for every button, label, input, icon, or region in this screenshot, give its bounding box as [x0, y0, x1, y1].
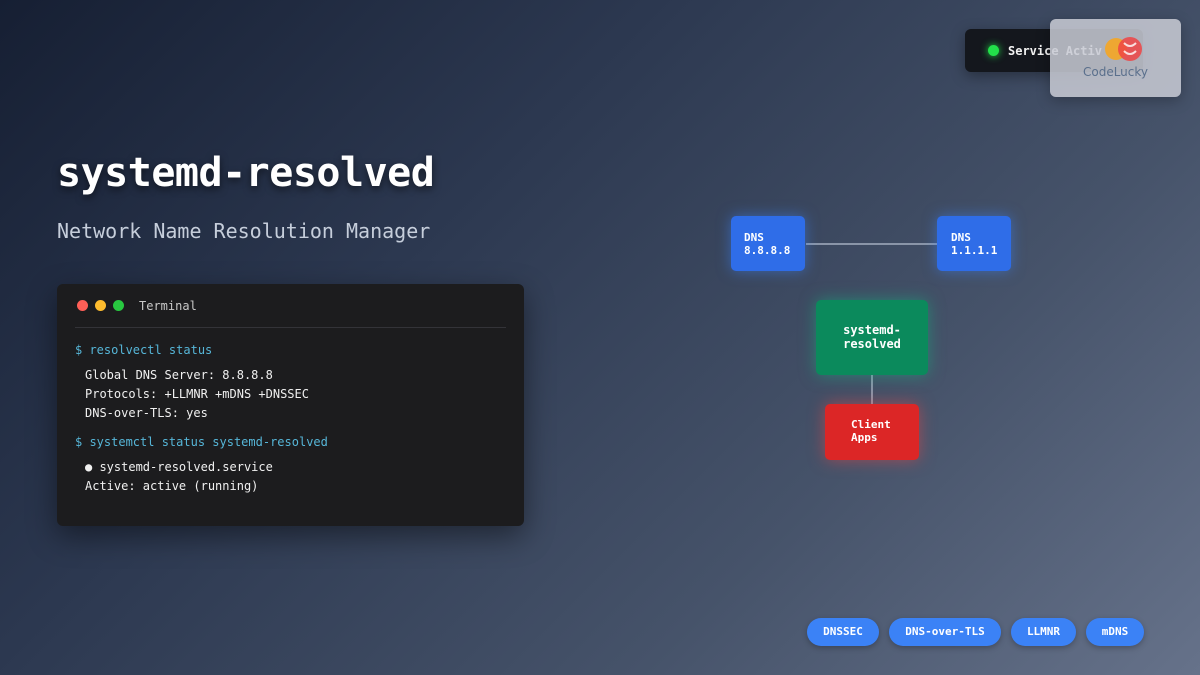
node-label: DNS [951, 231, 971, 244]
terminal-window: Terminal $ resolvectl status Global DNS … [57, 284, 524, 526]
codelucky-logo-icon [1105, 37, 1142, 61]
terminal-command: $ systemctl status systemd-resolved [75, 435, 328, 449]
terminal-output: Global DNS Server: 8.8.8.8 Protocols: +L… [75, 366, 506, 423]
brand-logo: CodeLucky [1050, 19, 1181, 97]
tag-llmnr: LLMNR [1011, 618, 1076, 646]
node-label: 1.1.1.1 [951, 244, 998, 257]
node-label: Apps [851, 431, 878, 444]
node-label: 8.8.8.8 [744, 244, 791, 257]
terminal-output-line: DNS-over-TLS: yes [85, 406, 208, 420]
resolver-node: systemd- resolved [816, 300, 928, 375]
terminal-output-line: Protocols: +LLMNR +mDNS +DNSSEC [85, 387, 309, 401]
tag-mdns: mDNS [1086, 618, 1144, 646]
terminal-output-line: Global DNS Server: 8.8.8.8 [85, 368, 273, 382]
status-indicator-icon [988, 45, 999, 56]
close-window-icon[interactable] [77, 300, 88, 311]
node-label: Client [851, 418, 891, 431]
terminal-command: $ resolvectl status [75, 343, 213, 357]
tag-dnssec: DNSSEC [807, 618, 879, 646]
node-label: DNS [744, 231, 764, 244]
node-label: resolved [843, 337, 901, 351]
node-label: systemd- [843, 323, 901, 337]
terminal-output-line: Active: active (running) [85, 479, 259, 493]
dns-server-node-google: DNS 8.8.8.8 [731, 216, 805, 271]
dns-server-node-cloudflare: DNS 1.1.1.1 [937, 216, 1011, 271]
terminal-output: ● systemd-resolved.service Active: activ… [75, 458, 506, 496]
terminal-titlebar: Terminal [75, 284, 506, 328]
minimize-window-icon[interactable] [95, 300, 106, 311]
terminal-body: $ resolvectl status Global DNS Server: 8… [75, 341, 506, 496]
page-title: systemd-resolved [57, 150, 435, 196]
tag-dns-over-tls: DNS-over-TLS [889, 618, 1001, 646]
page-subtitle: Network Name Resolution Manager [57, 219, 431, 243]
maximize-window-icon[interactable] [113, 300, 124, 311]
logo-text: CodeLucky [1082, 65, 1149, 79]
terminal-title: Terminal [139, 298, 197, 313]
terminal-output-line: ● systemd-resolved.service [85, 460, 273, 474]
client-apps-node: Client Apps [825, 404, 919, 460]
